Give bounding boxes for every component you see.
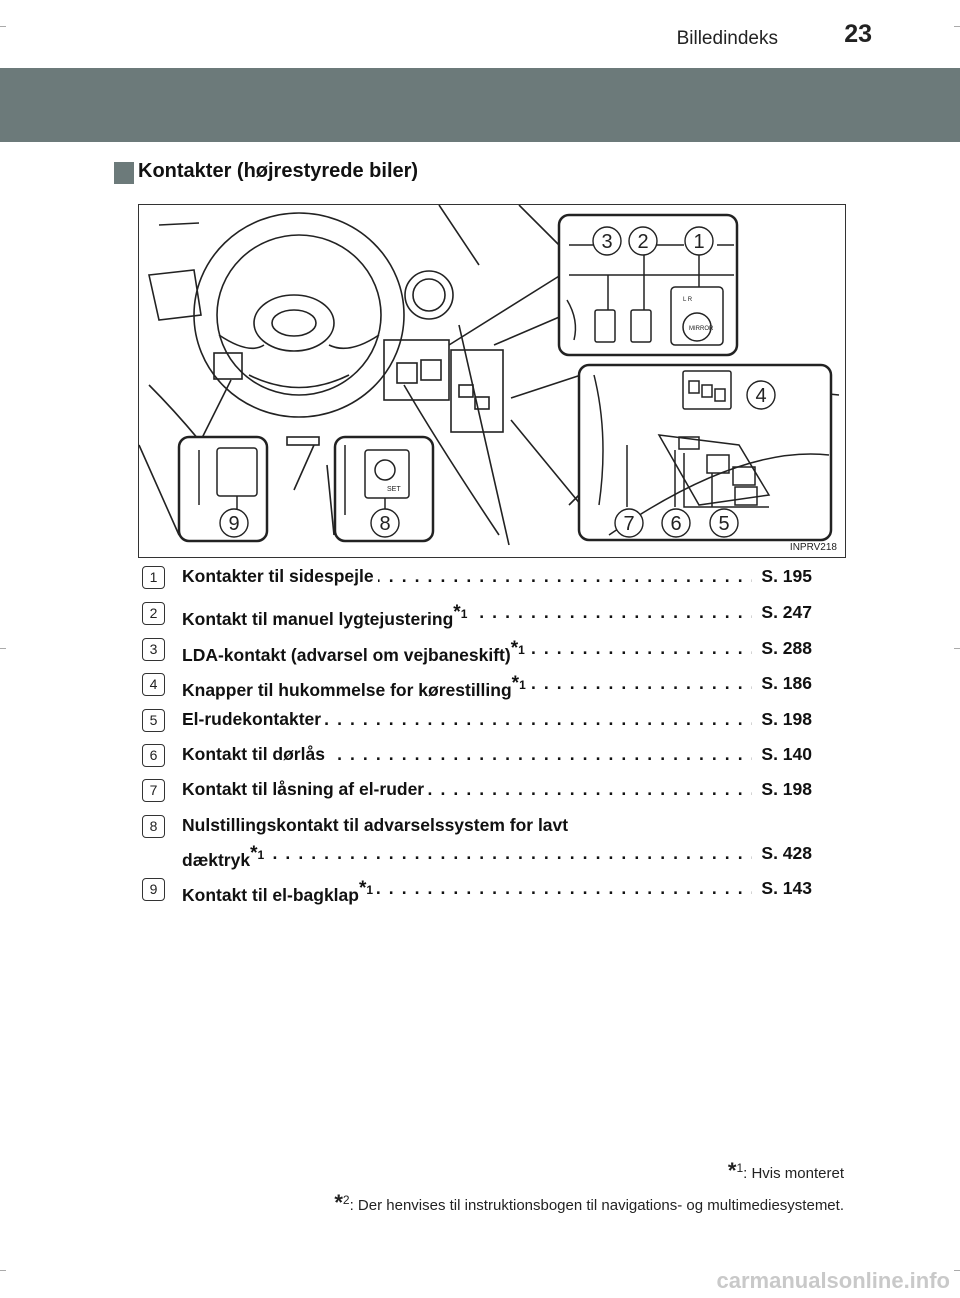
list-item: 2 . . . . . . . . . . . . . . . . . . . … <box>142 602 812 629</box>
crop-mark <box>0 1270 6 1271</box>
list-item: 6 . . . . . . . . . . . . . . . . . . . … <box>142 744 812 768</box>
item-number-badge: 6 <box>142 744 165 767</box>
dashboard-drawing: MIRROR L R <box>139 205 840 546</box>
item-label: Kontakt til manuel lygtejustering <box>182 608 454 629</box>
list-item: 1 . . . . . . . . . . . . . . . . . . . … <box>142 566 812 590</box>
item-label: Kontakt til el-bagklap <box>182 884 359 905</box>
list-item: 9 . . . . . . . . . . . . . . . . . . . … <box>142 878 812 905</box>
callout-6: 6 <box>661 508 691 538</box>
switches-illustration: MIRROR L R <box>138 204 846 558</box>
inset-door-switches <box>577 363 833 542</box>
item-number-badge: 8 <box>142 815 165 838</box>
section-title: Kontakter (højrestyrede biler) <box>138 160 419 182</box>
footnote-mark: *1 <box>511 673 526 694</box>
page-reference[interactable]: S. 247 <box>757 602 812 623</box>
crop-mark <box>0 26 6 27</box>
item-label-line1: Nulstillingskontakt til advarselssystem … <box>182 815 569 835</box>
crop-mark <box>954 648 960 649</box>
svg-text:3: 3 <box>601 231 612 253</box>
item-label: LDA-kontakt (advarsel om vejbaneskift) <box>182 644 511 665</box>
item-number-badge: 3 <box>142 638 165 661</box>
crop-mark <box>954 26 960 27</box>
page-number: 23 <box>844 20 872 48</box>
callout-1: 1 <box>684 226 714 256</box>
list-item: 5 . . . . . . . . . . . . . . . . . . . … <box>142 709 812 733</box>
item-number-badge: 5 <box>142 709 165 732</box>
callout-2: 2 <box>628 226 658 256</box>
list-item: 7 . . . . . . . . . . . . . . . . . . . … <box>142 779 812 803</box>
header-band <box>0 68 960 142</box>
set-switch-label: SET <box>387 486 401 493</box>
item-label: Kontakt til dørlås <box>182 744 329 764</box>
inset-tire-pressure-switch: SET <box>333 435 435 543</box>
svg-text:9: 9 <box>228 513 239 535</box>
callout-7: 7 <box>614 508 644 538</box>
item-label: El-rudekontakter <box>182 709 326 729</box>
page-header <box>0 0 960 62</box>
svg-text:5: 5 <box>718 513 729 535</box>
footnote-mark: *1 <box>453 602 468 623</box>
footnote-2: *2: Der henvises til instruktionsbogen t… <box>334 1190 844 1215</box>
crop-mark <box>954 1270 960 1271</box>
item-number-badge: 1 <box>142 566 165 589</box>
crop-mark <box>0 648 6 649</box>
steering-wheel-outline <box>193 212 405 418</box>
list-item: 4 . . . . . . . . . . . . . . . . . . . … <box>142 673 812 700</box>
item-label: Kontakt til låsning af el-ruder <box>182 779 429 799</box>
footnote-mark: *1 <box>250 843 265 864</box>
header-title: Billedindeks <box>676 28 778 49</box>
list-item: 3 . . . . . . . . . . . . . . . . . . . … <box>142 638 812 665</box>
svg-text:1: 1 <box>693 231 704 253</box>
list-item: 8 Nulstillingskontakt til advarselssyste… <box>142 815 812 875</box>
callout-5: 5 <box>709 508 739 538</box>
figure-code: INPRV218 <box>789 542 837 553</box>
item-label: Knapper til hukommelse for kørestilling <box>182 679 512 700</box>
page-reference[interactable]: S. 288 <box>757 638 812 659</box>
callout-9: 9 <box>219 508 249 538</box>
footnote-mark: *1 <box>510 638 525 659</box>
item-number-badge: 7 <box>142 779 165 802</box>
item-label: Kontakter til sidespejle <box>182 566 378 586</box>
item-number-badge: 4 <box>142 673 165 696</box>
svg-text:2: 2 <box>637 231 648 253</box>
mirror-switch-label: MIRROR <box>689 326 714 332</box>
page-reference[interactable]: S. 140 <box>757 744 812 765</box>
section-marker-icon <box>114 162 134 184</box>
svg-text:7: 7 <box>623 513 634 535</box>
callout-3: 3 <box>592 226 622 256</box>
page-reference[interactable]: S. 195 <box>757 566 812 587</box>
item-number-badge: 9 <box>142 878 165 901</box>
lr-switch-label: L R <box>683 297 693 303</box>
page-reference[interactable]: S. 198 <box>757 779 812 800</box>
page-reference[interactable]: S. 186 <box>757 673 812 694</box>
item-number-badge: 2 <box>142 602 165 625</box>
page-reference[interactable]: S. 428 <box>757 843 812 864</box>
footnote-mark: *1 <box>358 878 374 899</box>
callout-8: 8 <box>370 508 400 538</box>
callout-4: 4 <box>746 380 776 410</box>
watermark: carmanualsonline.info <box>716 1268 951 1293</box>
svg-text:4: 4 <box>755 385 766 407</box>
svg-text:6: 6 <box>670 513 681 535</box>
page-reference[interactable]: S. 198 <box>757 709 812 730</box>
footnote-1: *1: Hvis monteret <box>727 1158 844 1183</box>
svg-text:8: 8 <box>379 513 390 535</box>
page-reference[interactable]: S. 143 <box>757 878 812 899</box>
item-label: dæktryk <box>182 849 251 870</box>
